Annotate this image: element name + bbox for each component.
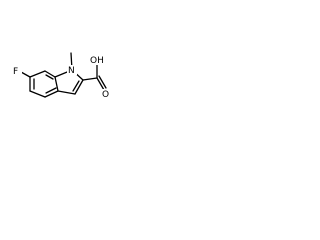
- bond-c4-c3a: [44, 90, 59, 98]
- chemical-structure: F N OH O: [12, 52, 111, 100]
- nitrogen-label: N: [68, 66, 75, 76]
- carbonyl-oxygen-label: O: [102, 90, 109, 100]
- fluorine-mask: [12, 66, 22, 76]
- bond-c2-carboxyl: [82, 77, 98, 81]
- bond-c3a-c7a: [54, 76, 59, 92]
- bond-c6-f: [20, 71, 31, 78]
- bond-c4-c3a-inner: [45, 87, 57, 94]
- bond-c7-c7a-inner: [45, 74, 54, 80]
- bond-c2-c3-inner: [72, 80, 80, 92]
- bond-carboxyl-o-2: [98, 75, 107, 89]
- bond-carboxyl-o-1: [96, 77, 105, 91]
- bond-c2-c3: [74, 79, 84, 95]
- fluorine-label: F: [13, 67, 18, 77]
- hydroxyl-mask: [89, 55, 105, 65]
- bond-c7a-c7: [44, 70, 56, 78]
- bond-c7-c6: [29, 70, 46, 78]
- bond-c3-c3a: [57, 90, 76, 95]
- nitrogen-mask: [67, 65, 77, 75]
- hydroxyl-label: OH: [90, 56, 104, 66]
- bond-c5-c4: [29, 90, 46, 98]
- carbonyl-oxygen-mask: [101, 89, 111, 99]
